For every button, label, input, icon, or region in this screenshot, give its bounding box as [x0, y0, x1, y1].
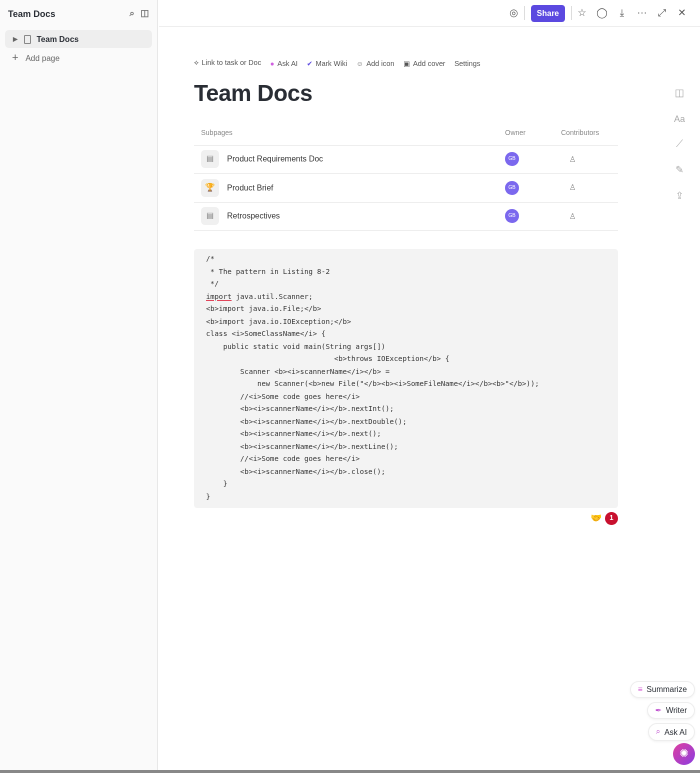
handshake-emoji-reaction[interactable]: 🤝 — [590, 513, 602, 523]
user-icon[interactable]: ♙ — [569, 211, 577, 221]
window-bottom-border — [0, 770, 700, 773]
sidebar: Team Docs ⌕ ◫ ▶ Team Docs + Add page — [0, 0, 158, 770]
doc-icon: ▤ — [201, 207, 219, 226]
link-icon: ⟡ — [194, 60, 199, 67]
action-settings[interactable]: Settings — [454, 59, 480, 68]
user-icon[interactable]: ♙ — [569, 154, 577, 164]
doc-actions: ⟡Link to task or Doc●Ask AI✔Mark Wiki☺Ad… — [194, 58, 618, 68]
action-ask-ai[interactable]: ●Ask AI — [270, 59, 298, 68]
subpage-name[interactable]: Product Brief — [227, 183, 274, 193]
doc-icon — [23, 34, 31, 44]
search-icon: ⌕ — [655, 727, 661, 736]
table-row[interactable]: ▤ Product Requirements Doc GB ♙ — [194, 145, 618, 174]
reactions: 🤝 1 — [194, 512, 618, 525]
action-mark-wiki[interactable]: ✔Mark Wiki — [307, 59, 347, 68]
sidebar-item-label: Team Docs — [36, 34, 79, 44]
action-label: Settings — [454, 58, 481, 68]
add-page-label: Add page — [25, 53, 60, 63]
ask-ai-button[interactable]: ⌕Ask AI — [647, 723, 695, 741]
divider — [523, 6, 525, 20]
right-toolbar: ◫ Aa ⟋ ✎ ⇪ — [674, 88, 685, 202]
action-add-cover[interactable]: ▣Add cover — [403, 59, 445, 68]
col-subpages: Subpages — [194, 123, 505, 146]
code-spellcheck-word: import — [206, 291, 232, 301]
col-contributors: Contributors — [561, 123, 618, 146]
more-icon[interactable]: ⋯ — [637, 7, 647, 19]
table-row[interactable]: ▤ Retrospectives GB ♙ — [194, 202, 618, 231]
collapse-sidebar-icon[interactable]: ◫ — [140, 8, 149, 18]
link-icon[interactable]: ⟋ — [676, 139, 683, 150]
summarize-button[interactable]: ≡Summarize — [629, 681, 695, 698]
action-link-to-task-or-doc[interactable]: ⟡Link to task or Doc — [194, 58, 261, 68]
topbar: ◎ Share ☆ ◯ ⤓ ⋯ ⤢ ✕ — [159, 0, 700, 27]
smile-icon: ☺ — [356, 60, 364, 68]
plus-icon: + — [12, 52, 19, 64]
wiki-check-icon: ✔ — [306, 60, 313, 68]
avatar[interactable]: GB — [505, 180, 519, 195]
action-label: Add icon — [366, 58, 395, 68]
user-icon[interactable]: ♙ — [569, 183, 577, 193]
close-icon[interactable]: ✕ — [677, 7, 687, 19]
ask-ai-label: Ask AI — [664, 727, 687, 737]
search-icon[interactable]: ⌕ — [129, 8, 135, 18]
expand-icon[interactable]: ⤢ — [658, 7, 666, 19]
code-body: java.util.Scanner; <b>import java.io.Fil… — [206, 291, 540, 501]
timer-icon[interactable]: ◎ — [509, 7, 519, 19]
subpage-name[interactable]: Retrospectives — [227, 211, 280, 221]
writer-button[interactable]: ✒Writer — [647, 702, 695, 719]
trophy-icon: 🏆 — [201, 178, 219, 197]
subpage-name[interactable]: Product Requirements Doc — [227, 154, 324, 164]
download-icon[interactable]: ⤓ — [619, 7, 625, 19]
page-title[interactable]: Team Docs — [194, 80, 313, 106]
list-icon: ≡ — [637, 685, 643, 694]
sidebar-title: Team Docs — [8, 8, 56, 19]
export-icon[interactable]: ⇪ — [675, 191, 684, 202]
code-block[interactable]: /* * The pattern in Listing 8-2 */ impor… — [194, 249, 618, 508]
action-label: Link to task or Doc — [201, 58, 262, 67]
image-icon: ▣ — [403, 60, 410, 68]
writer-label: Writer — [665, 706, 687, 715]
divider — [571, 6, 572, 20]
action-label: Add cover — [412, 58, 446, 68]
code-comment: /* * The pattern in Listing 8-2 */ — [206, 254, 330, 288]
avatar[interactable]: GB — [505, 152, 519, 167]
action-add-icon[interactable]: ☺Add icon — [356, 59, 394, 68]
sidebar-item-team-docs[interactable]: ▶ Team Docs — [5, 30, 152, 48]
writer-icon: ✒ — [655, 706, 662, 715]
add-page-button[interactable]: + Add page — [0, 49, 157, 67]
table-row[interactable]: 🏆 Product Brief GB ♙ — [194, 173, 618, 203]
ai-icon: ● — [270, 60, 275, 68]
action-label: Mark Wiki — [315, 58, 348, 68]
comment-icon[interactable]: ◯ — [596, 7, 608, 19]
caret-right-icon[interactable]: ▶ — [13, 36, 18, 43]
font-icon[interactable]: Aa — [674, 114, 686, 124]
doc-icon: ▤ — [201, 150, 219, 169]
col-owner: Owner — [505, 123, 561, 146]
ai-brain-icon: ✺ — [679, 748, 689, 760]
action-label: Ask AI — [277, 58, 298, 68]
subpages-table: Subpages Owner Contributors ▤ Product Req… — [194, 123, 618, 231]
sidebar-header: Team Docs ⌕ ◫ — [0, 0, 157, 27]
summarize-label: Summarize — [646, 685, 687, 694]
ai-assistant-button[interactable]: ✺ — [673, 743, 695, 765]
panel-icon[interactable]: ◫ — [674, 88, 685, 99]
notification-badge[interactable]: 1 — [605, 512, 618, 525]
doc-main: ⟡Link to task or Doc●Ask AI✔Mark Wiki☺Ad… — [194, 58, 618, 525]
star-icon[interactable]: ☆ — [577, 7, 587, 19]
avatar[interactable]: GB — [505, 209, 519, 224]
share-button[interactable]: Share — [530, 4, 565, 22]
magic-wand-icon[interactable]: ✎ — [675, 165, 684, 176]
